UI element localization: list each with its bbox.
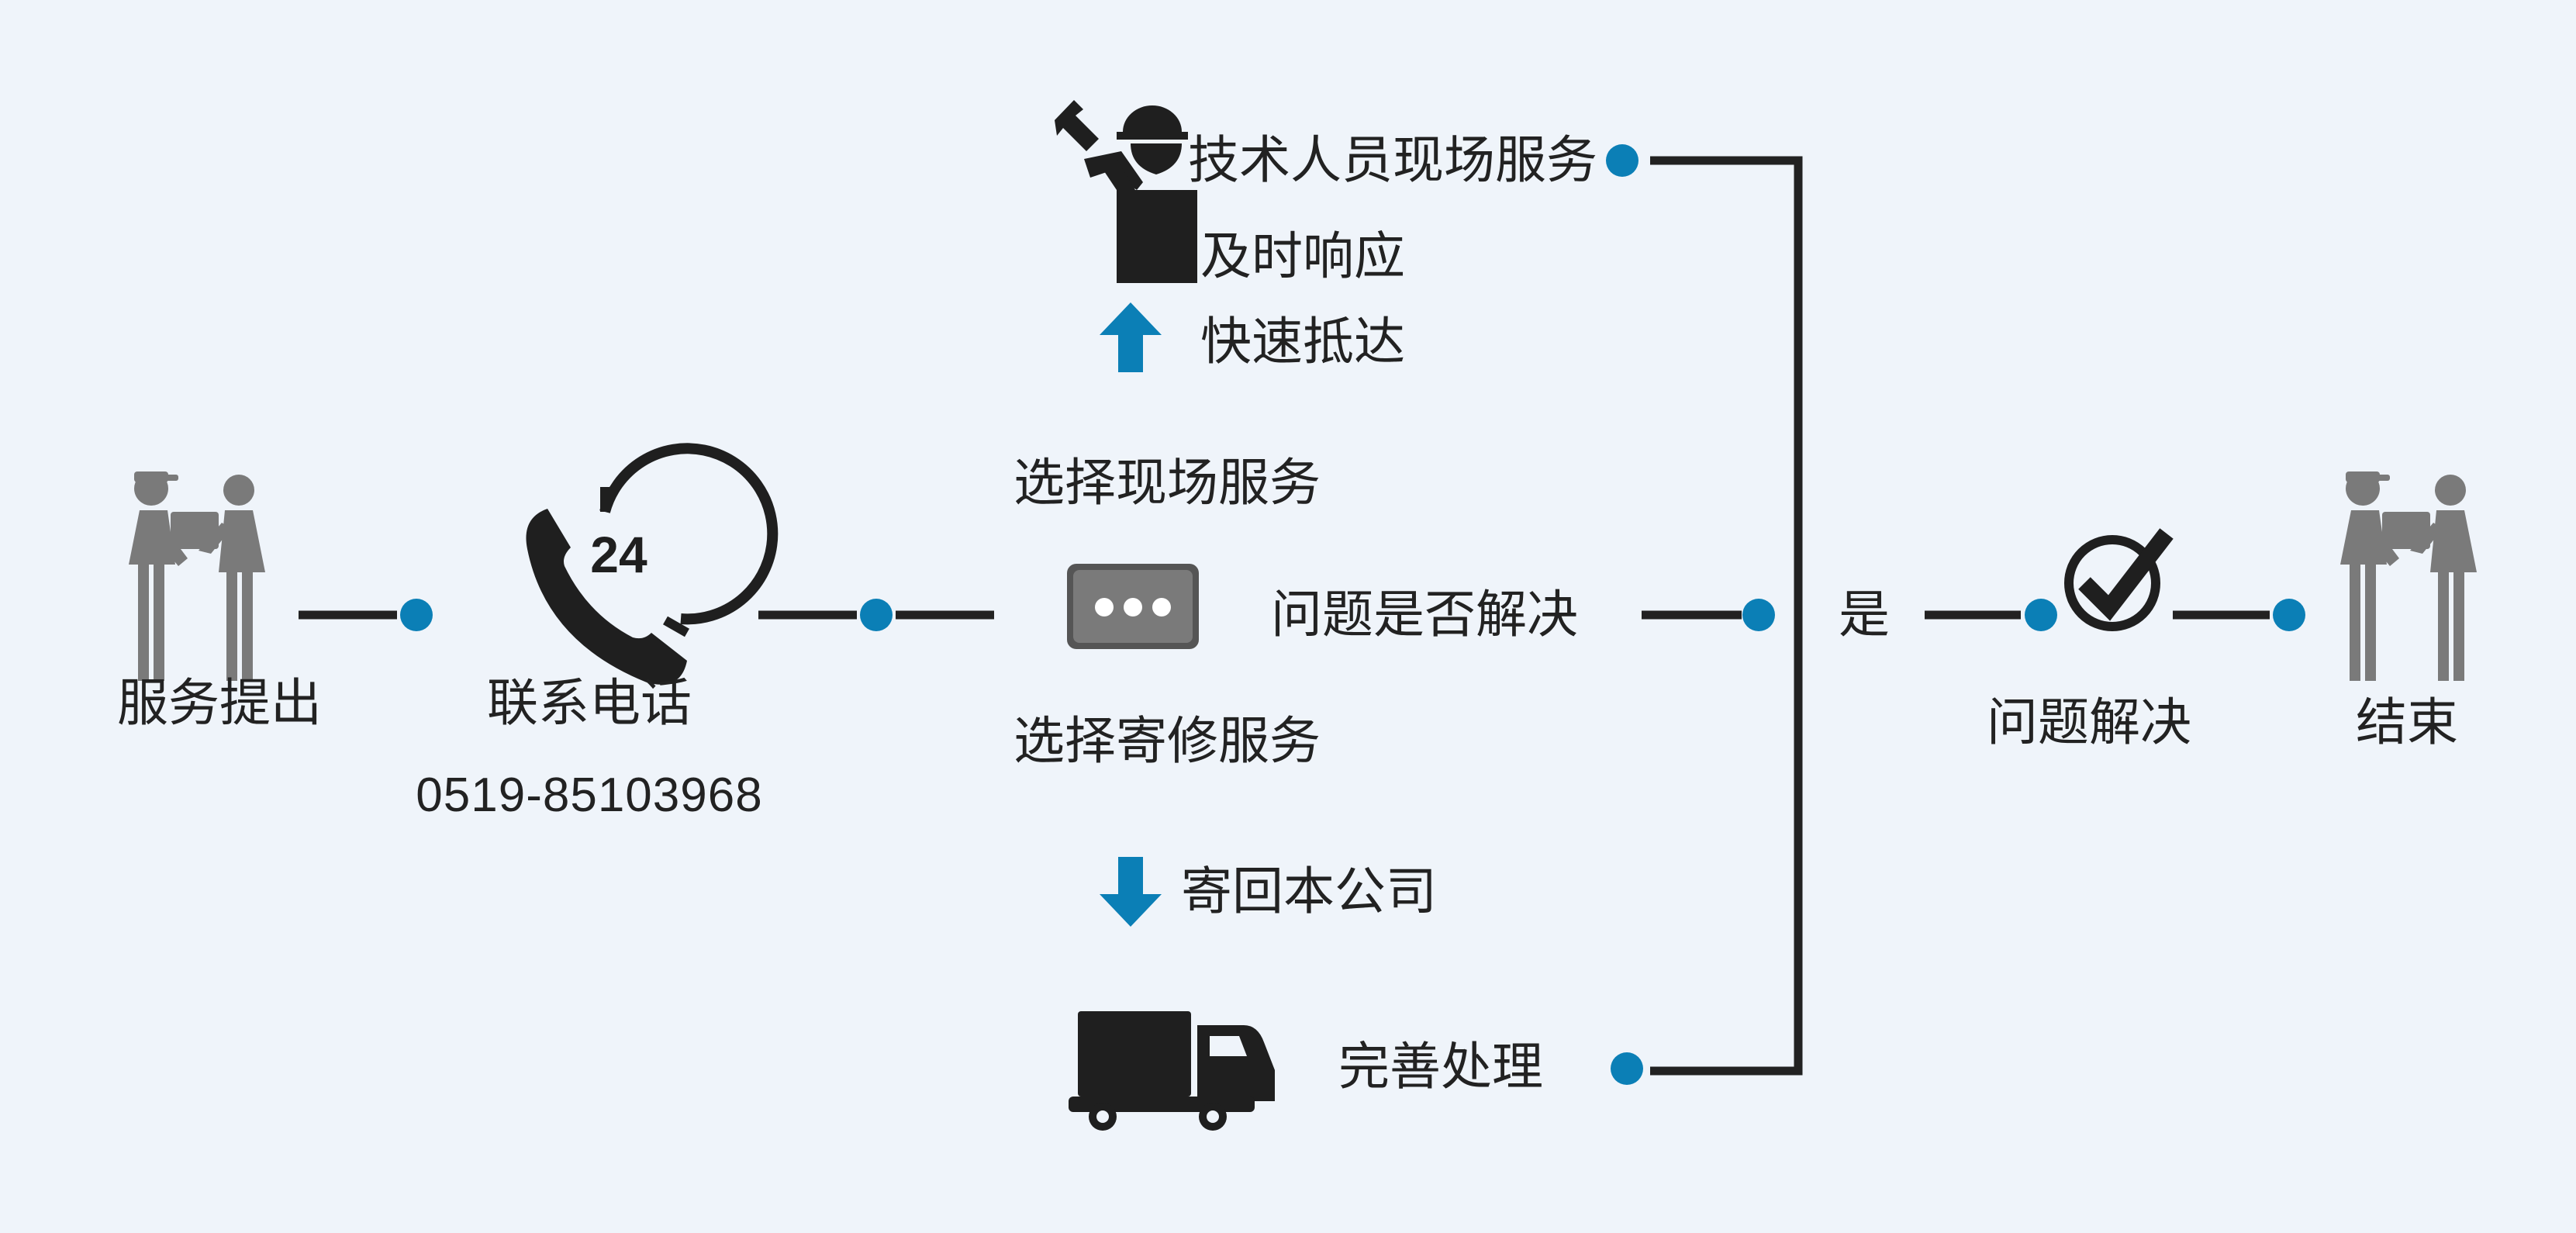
up-arrow-icon	[1100, 302, 1162, 372]
dot-submit	[400, 599, 433, 631]
label-end: 结束	[2356, 692, 2458, 752]
dot-solved	[2025, 599, 2057, 631]
dot-call	[860, 599, 893, 631]
badge-24: 24	[590, 526, 647, 583]
dot-decision	[1742, 599, 1775, 631]
label-yes: 是	[1839, 585, 1890, 644]
checkmark-icon	[2064, 528, 2174, 631]
down-arrow-icon	[1100, 857, 1162, 927]
ellipsis-box-icon	[1067, 564, 1199, 649]
label-solved: 问题解决	[1987, 692, 2191, 752]
label-onsite-note2: 快速抵达	[1200, 312, 1405, 371]
handover-icon	[2340, 471, 2477, 681]
dot-improve	[1611, 1052, 1643, 1085]
dot-onsite	[1606, 144, 1638, 177]
truck-icon	[1069, 1011, 1275, 1131]
label-call: 联系电话	[487, 673, 692, 733]
label-phone-number: 0519-85103968	[416, 768, 763, 822]
connector-bracket	[1650, 156, 1803, 1076]
dots	[400, 144, 2305, 1085]
label-onsite-choice: 选择现场服务	[1013, 453, 1321, 513]
label-decision: 问题是否解决	[1271, 585, 1578, 644]
handover-icon	[129, 471, 265, 681]
technician-icon	[1055, 100, 1197, 283]
label-mail: 寄回本公司	[1181, 862, 1437, 921]
label-improve: 完善处理	[1338, 1037, 1543, 1097]
label-onsite-note1: 及时响应	[1200, 226, 1405, 286]
phone-24h-icon: 24	[526, 443, 779, 685]
connectors	[299, 156, 2270, 1076]
label-submit: 服务提出	[117, 673, 322, 733]
label-repair-choice: 选择寄修服务	[1013, 711, 1321, 771]
label-onsite: 技术人员现场服务	[1188, 130, 1597, 190]
dot-end	[2273, 599, 2305, 631]
